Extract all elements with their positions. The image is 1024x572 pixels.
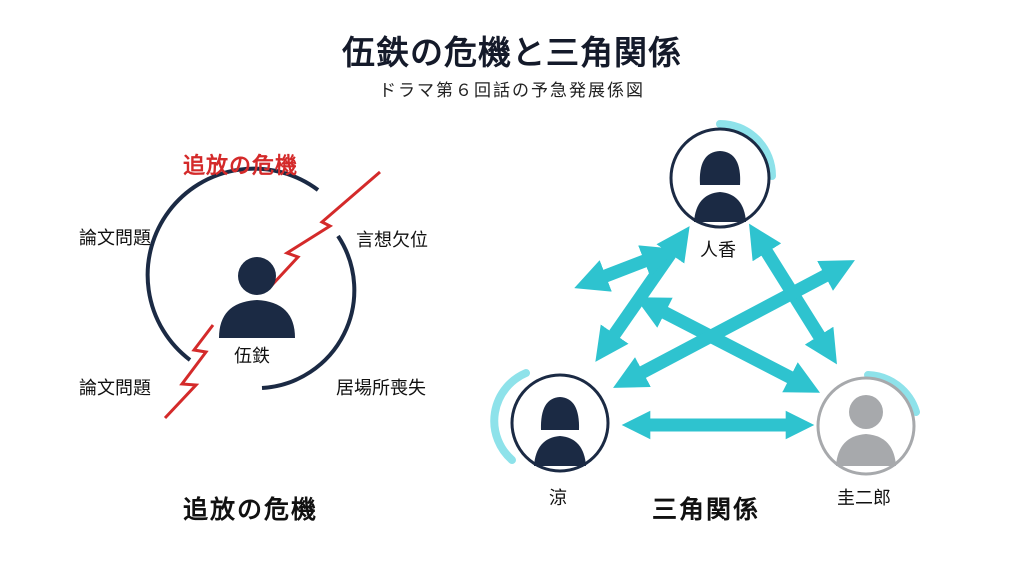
center-person-name: 伍鉄 xyxy=(234,346,270,367)
node-top xyxy=(669,120,776,229)
node-bottom-right xyxy=(816,371,920,476)
issue-label: 居場所喪失 xyxy=(336,378,426,399)
lightning-icon xyxy=(163,324,215,420)
right-caption: 三角関係 xyxy=(652,495,761,524)
person-name-bottom-right: 圭二郎 xyxy=(837,488,891,509)
issue-label: 論文問題 xyxy=(79,378,151,399)
issue-label: 論文問題 xyxy=(79,228,151,249)
person-icon xyxy=(534,397,586,466)
lightning-icon xyxy=(270,170,381,287)
person-icon xyxy=(836,395,896,466)
left-caption: 追放の危機 xyxy=(183,495,319,524)
person-name-top: 人香 xyxy=(700,240,736,261)
person-icon xyxy=(219,257,295,338)
issue-label: 言想欠位 xyxy=(356,230,428,251)
node-bottom-left xyxy=(490,369,610,473)
crisis-ring xyxy=(145,166,357,390)
person-icon xyxy=(694,151,746,222)
page-subtitle: ドラマ第６回話の予急発展係図 xyxy=(379,81,645,101)
page-title: 伍鉄の危機と三角関係 xyxy=(342,33,682,72)
person-name-bottom-left: 涼 xyxy=(549,488,567,509)
relationship-arrows xyxy=(574,223,855,440)
crisis-label: 追放の危機 xyxy=(183,154,299,179)
